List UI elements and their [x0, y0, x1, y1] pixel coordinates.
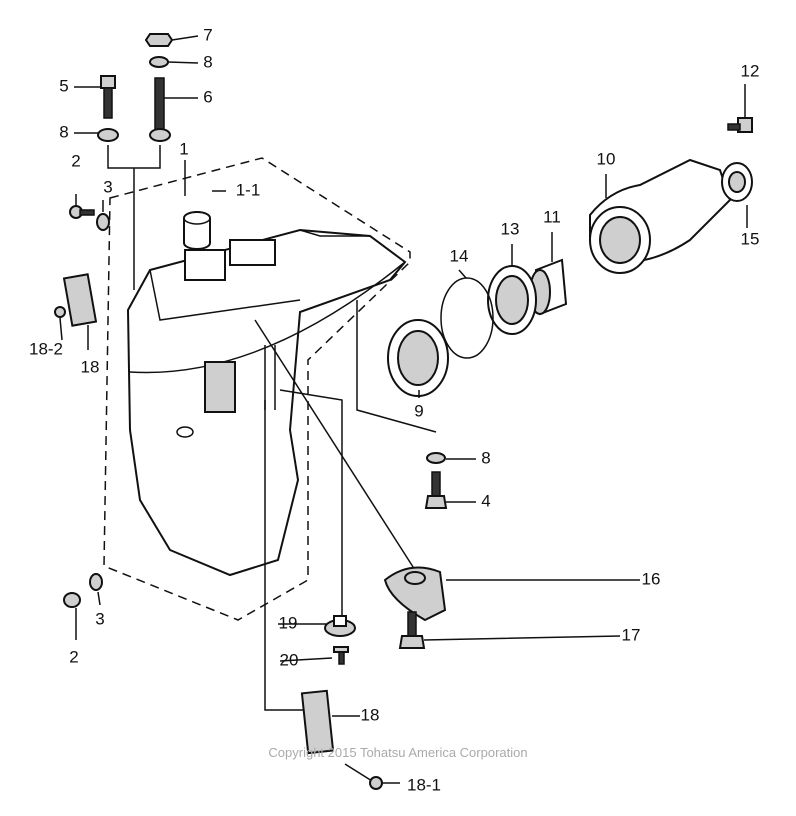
label-1-1: 1-1: [236, 180, 261, 199]
label-8: 8: [59, 122, 68, 141]
label-3: 3: [103, 177, 112, 196]
label-5: 5: [59, 76, 68, 95]
label-6: 6: [203, 87, 212, 106]
label-leaders: [59, 35, 748, 784]
parts: [54, 33, 753, 790]
gearcase-housing: [126, 228, 407, 577]
label-11: 11: [543, 207, 561, 226]
label-2: 2: [71, 151, 80, 170]
label-2: 2: [69, 647, 78, 666]
label-18-2: 18-2: [29, 339, 63, 358]
label-7: 7: [203, 25, 212, 44]
label-19: 19: [279, 613, 298, 632]
label-12: 12: [741, 61, 760, 80]
callout-labels: 7 8 5 6 8 1 2 3 1-1 12 10 15 11 13 14 18…: [29, 25, 759, 794]
label-18-1: 18-1: [407, 775, 441, 794]
label-1: 1: [179, 139, 188, 158]
copyright-watermark: Copyright 2015 Tohatsu America Corporati…: [268, 745, 527, 760]
label-18: 18: [81, 357, 100, 376]
label-20: 20: [280, 650, 299, 669]
label-10: 10: [597, 149, 616, 168]
leader-lines: [107, 145, 437, 711]
label-18: 18: [361, 705, 380, 724]
label-3: 3: [95, 609, 104, 628]
label-14: 14: [450, 246, 469, 265]
label-16: 16: [642, 569, 661, 588]
label-17: 17: [622, 625, 641, 644]
label-9: 9: [414, 401, 423, 420]
label-4: 4: [481, 491, 490, 510]
label-8: 8: [481, 448, 490, 467]
assembly-boundary: [103, 157, 411, 621]
label-8: 8: [203, 52, 212, 71]
label-15: 15: [741, 229, 760, 248]
label-13: 13: [501, 219, 520, 238]
